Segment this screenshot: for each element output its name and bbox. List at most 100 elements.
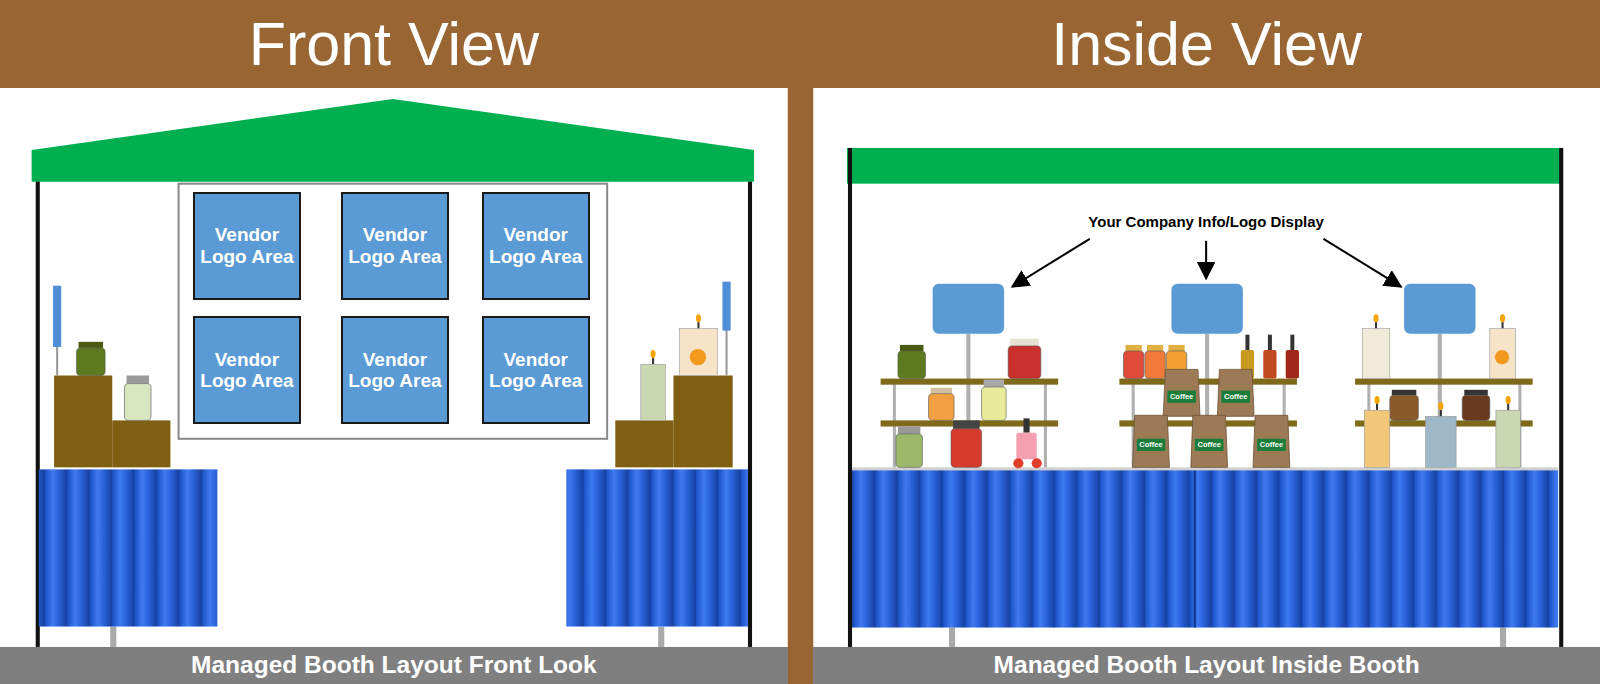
callout-text: Your Company Info/Logo Display — [1088, 214, 1324, 229]
tent-pole — [1559, 148, 1563, 647]
bag-label — [1167, 391, 1196, 403]
table-leg — [658, 627, 664, 647]
fruit — [1032, 458, 1042, 468]
display-step — [112, 420, 170, 467]
table-curtain — [566, 469, 748, 626]
candle — [1426, 416, 1457, 467]
vendor-logo-text: Vendor Logo Area — [488, 349, 584, 393]
candle-wick — [1440, 409, 1442, 416]
jar-lid — [1168, 345, 1184, 351]
sign-flag — [722, 282, 730, 331]
candle-flame — [651, 350, 656, 358]
candle-wick — [1376, 403, 1378, 410]
candle-wick — [1507, 403, 1509, 410]
jar-lid — [1010, 339, 1039, 346]
jar — [982, 387, 1006, 420]
caption-text: Managed Booth Layout Front Look — [191, 651, 597, 679]
shelf-board — [881, 379, 1059, 385]
candle-flame — [696, 314, 701, 322]
jar — [1462, 395, 1490, 420]
coffee-bag — [1163, 369, 1200, 416]
vendor-logo-box: Vendor Logo Area — [341, 316, 449, 424]
display-step — [673, 376, 732, 468]
jar-lid — [900, 345, 923, 351]
inside-panel — [813, 88, 1600, 647]
vendor-logo-text: Vendor Logo Area — [347, 224, 443, 268]
vendor-logo-text: Vendor Logo Area — [199, 224, 295, 268]
bottle — [1286, 350, 1299, 379]
view-header: Inside View — [813, 0, 1600, 88]
vendor-logo-box: Vendor Logo Area — [193, 192, 301, 300]
caption-text: Managed Booth Layout Inside Booth — [994, 651, 1420, 679]
candle-wick — [1375, 321, 1377, 328]
table-leg — [1500, 628, 1506, 647]
candle — [1362, 329, 1390, 379]
candle — [680, 329, 718, 376]
view-title: Front View — [249, 9, 539, 79]
display-step — [54, 376, 112, 468]
candle — [1364, 410, 1390, 467]
table-top — [852, 467, 1558, 470]
bag-label — [1257, 439, 1286, 451]
candle-flame — [1438, 402, 1443, 410]
candle-flame — [1506, 396, 1511, 404]
vendor-logo-text: Vendor Logo Area — [347, 349, 443, 393]
candle-flame — [1500, 314, 1505, 322]
scene — [0, 88, 1600, 647]
jar-lid — [931, 388, 952, 394]
company-sign — [933, 284, 1004, 334]
jar-lid — [127, 376, 149, 384]
bottle-neck — [1023, 418, 1029, 432]
company-sign — [1404, 284, 1475, 334]
leader-arrow — [1012, 239, 1090, 287]
candle-wick — [652, 357, 654, 364]
caption-bar: Managed Booth Layout Front Look — [0, 647, 788, 684]
jar-lid — [1392, 390, 1416, 396]
table-leg — [110, 627, 116, 647]
fruit — [1013, 458, 1023, 468]
vendor-logo-box: Vendor Logo Area — [193, 316, 301, 424]
tent-roof — [32, 99, 754, 182]
jar-lid — [79, 342, 103, 348]
jar — [898, 351, 926, 379]
bag-label-text: Coffee — [1139, 441, 1162, 449]
coffee-bag — [1253, 415, 1290, 467]
bottle-neck — [1268, 335, 1272, 350]
jar — [77, 348, 106, 376]
vendor-logo-text: Vendor Logo Area — [488, 224, 584, 268]
bottle-neck — [1290, 335, 1294, 350]
bottle — [1263, 350, 1276, 379]
leader-arrow — [1205, 241, 1207, 279]
jar — [1008, 346, 1041, 379]
sign-stand — [726, 327, 728, 376]
table-curtain — [39, 469, 218, 626]
candle-wick — [1502, 321, 1504, 328]
table-curtain — [852, 469, 1558, 627]
jar-lid — [984, 380, 1004, 387]
vendor-logo-box: Vendor Logo Area — [482, 316, 590, 424]
shelf-board — [1119, 379, 1297, 385]
bag-label — [1221, 391, 1250, 403]
candle — [641, 364, 665, 420]
front-panel — [0, 88, 788, 647]
leader-arrow — [1323, 239, 1401, 287]
caption-bar: Managed Booth Layout Inside Booth — [813, 647, 1600, 684]
bag-label-text: Coffee — [1198, 441, 1221, 449]
jar — [896, 434, 923, 467]
orange-slice — [690, 349, 706, 365]
vendor-logo-box: Vendor Logo Area — [482, 192, 590, 300]
jar-lid — [1126, 345, 1142, 351]
company-sign — [1171, 284, 1242, 334]
view-header: Front View — [0, 0, 788, 88]
bag-label-text: Coffee — [1224, 393, 1247, 401]
tent-pole — [848, 148, 852, 647]
coffee-bag — [1191, 415, 1228, 467]
view-title: Inside View — [1051, 9, 1362, 79]
tent-pole — [748, 182, 752, 647]
candle-wick — [697, 321, 699, 328]
jar — [951, 429, 982, 467]
bag-label-text: Coffee — [1260, 441, 1283, 449]
logo-board — [179, 184, 608, 439]
orange-slice — [1495, 350, 1509, 364]
